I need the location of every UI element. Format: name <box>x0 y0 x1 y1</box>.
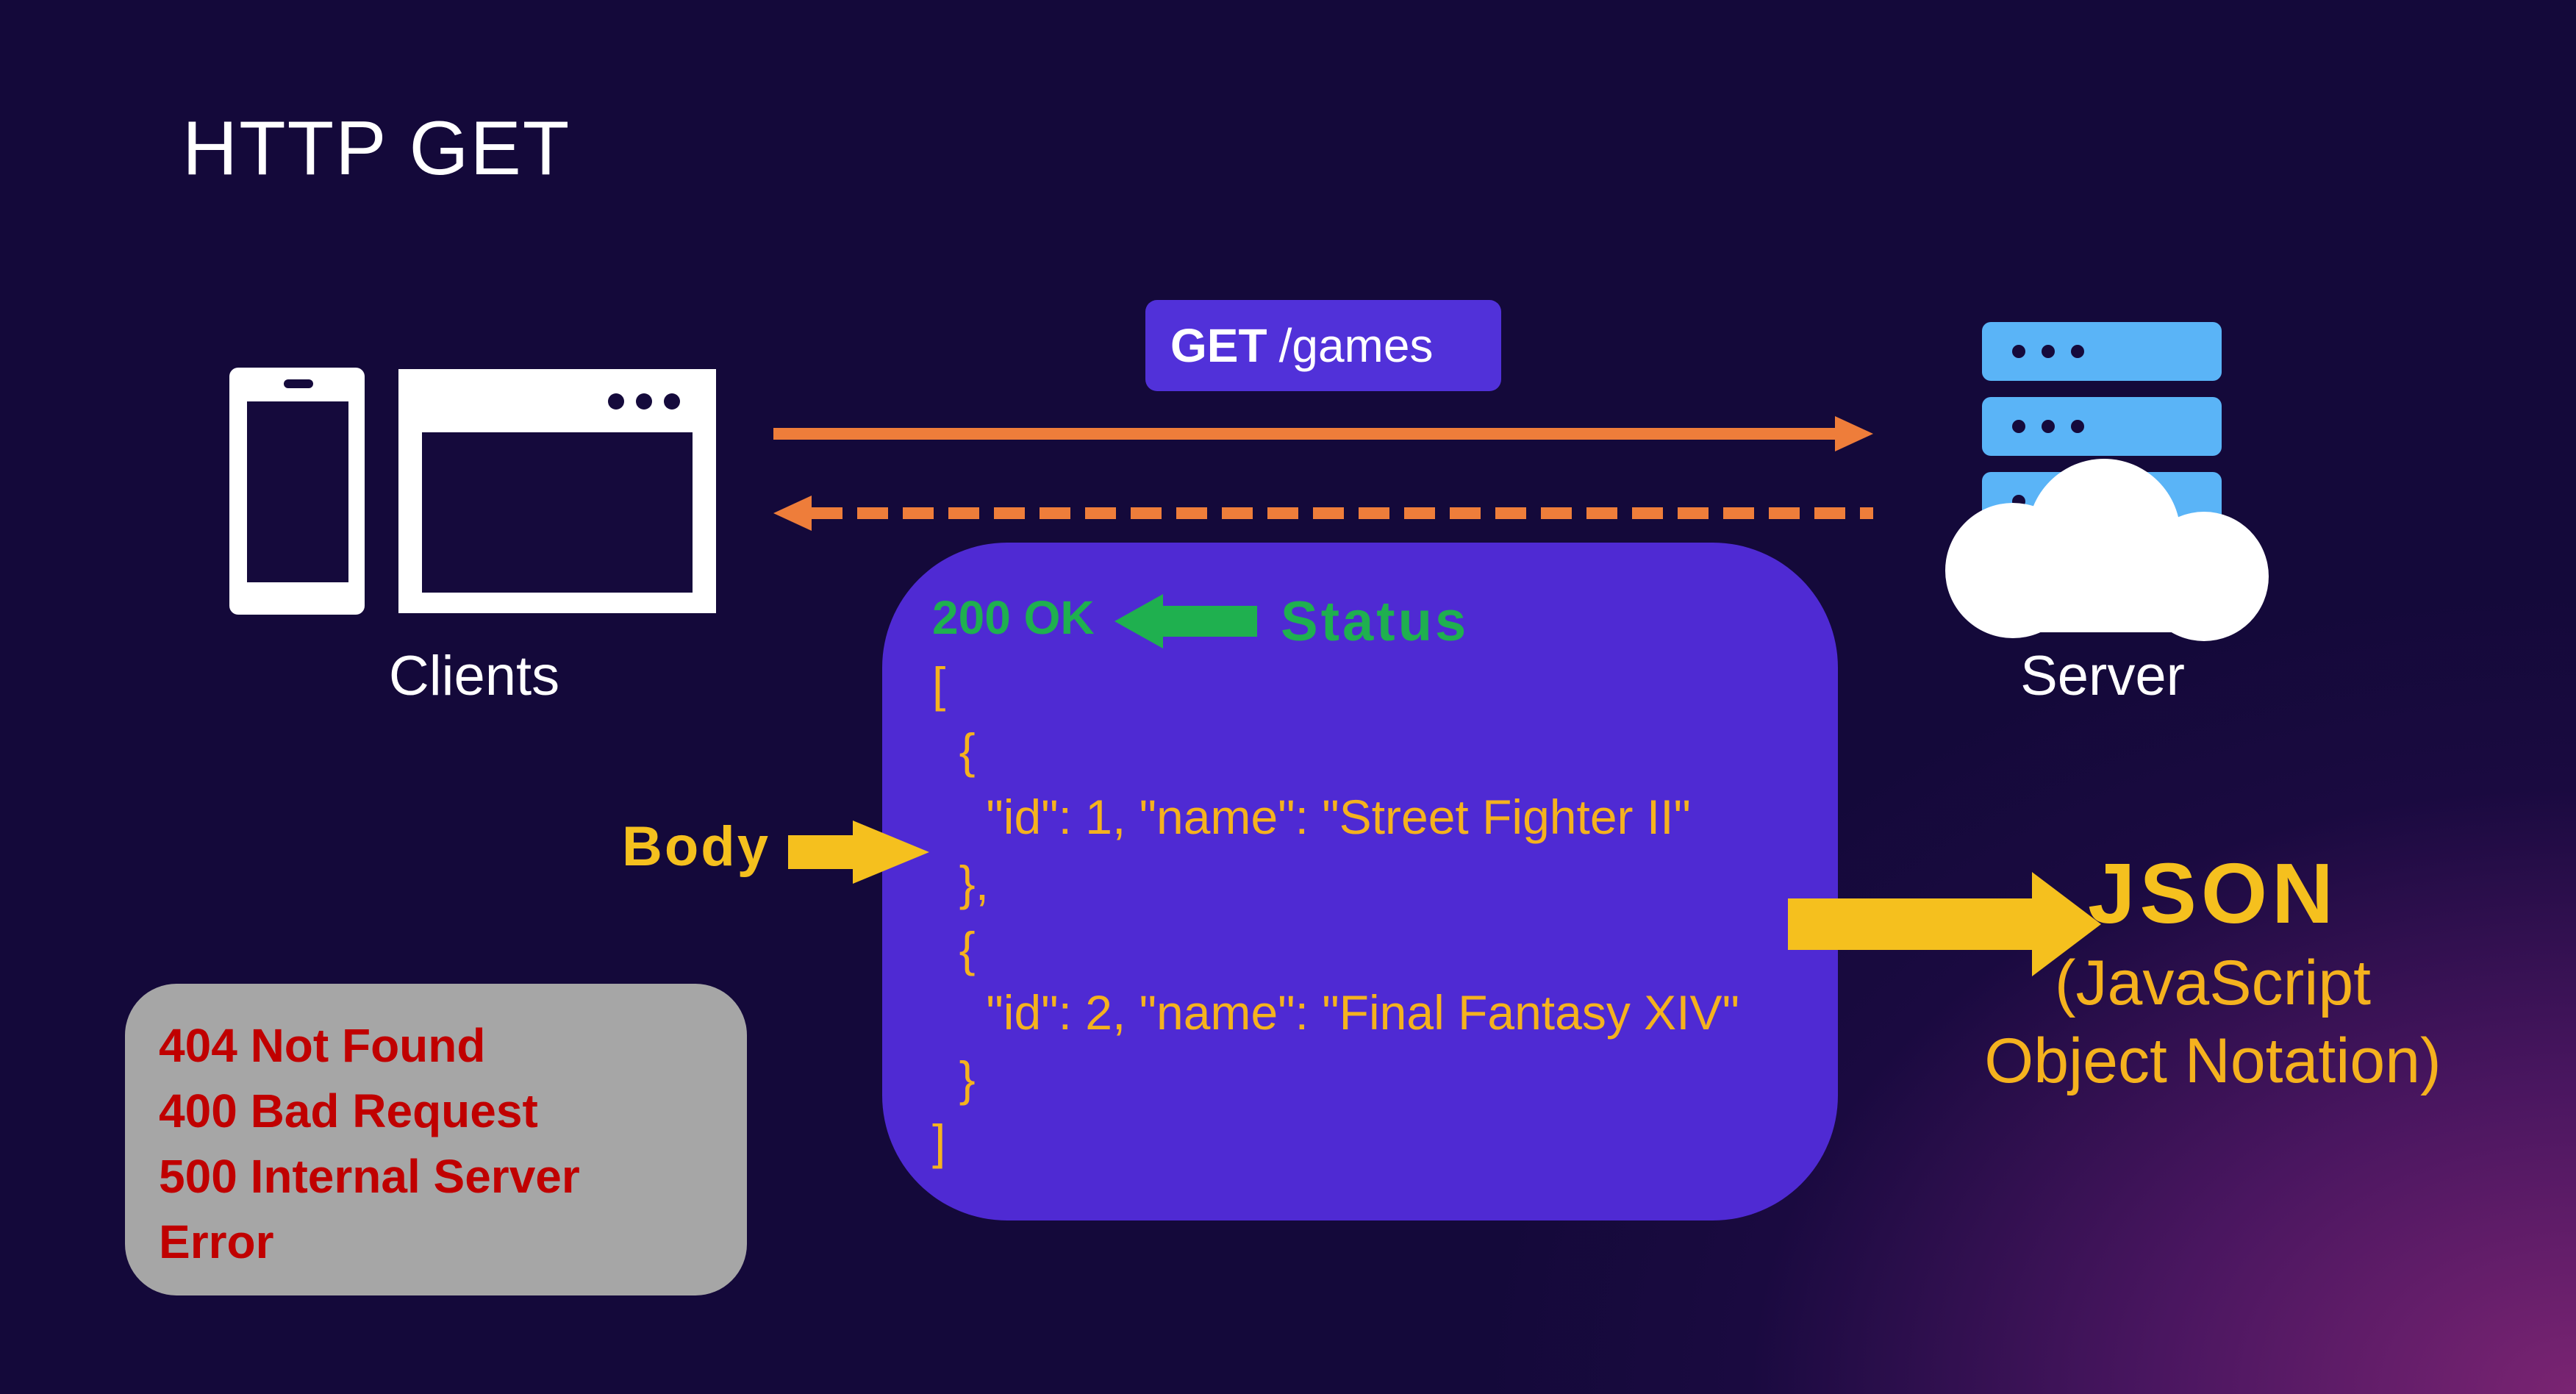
body-line: [ <box>932 657 946 712</box>
errors-box <box>125 984 747 1295</box>
response-arrow <box>773 496 1873 531</box>
error-code: Error <box>159 1215 274 1268</box>
body-label: Body <box>622 815 770 878</box>
request-arrow <box>773 416 1873 451</box>
json-expansion-line: (JavaScript <box>2054 948 2372 1018</box>
body-line: { <box>932 922 976 976</box>
request-badge: GET /games <box>1145 300 1501 391</box>
body-line: }, <box>932 856 990 910</box>
phone-icon <box>229 368 365 615</box>
response-box <box>882 543 1838 1220</box>
body-line: "id": 1, "name": "Street Fighter II" <box>932 790 1691 844</box>
clients-label: Clients <box>388 645 560 707</box>
body-line: { <box>932 723 976 778</box>
request-path: /games <box>1278 319 1434 372</box>
status-label: Status <box>1281 590 1470 653</box>
json-arrow <box>1788 872 2101 976</box>
body-line: ] <box>932 1115 946 1169</box>
error-code: 400 Bad Request <box>159 1084 538 1137</box>
browser-window-icon <box>398 369 716 613</box>
body-line: "id": 2, "name": "Final Fantasy XIV" <box>932 985 1739 1040</box>
json-expansion: (JavaScript Object Notation) <box>1911 944 2514 1100</box>
status-code: 200 OK <box>932 591 1095 644</box>
json-expansion-line: Object Notation) <box>1984 1026 2441 1096</box>
error-codes-list: 404 Not Found 400 Bad Request 500 Intern… <box>159 1013 580 1275</box>
body-arrow <box>788 821 929 884</box>
server-label: Server <box>2020 645 2185 707</box>
status-arrow <box>1115 594 1257 648</box>
request-method: GET <box>1170 319 1267 372</box>
error-code: 500 Internal Server <box>159 1150 580 1203</box>
error-code: 404 Not Found <box>159 1019 486 1072</box>
body-line: } <box>932 1051 976 1106</box>
json-title: JSON <box>2088 846 2338 941</box>
cloud-icon <box>1945 459 2269 641</box>
slide-title: HTTP GET <box>182 106 571 191</box>
